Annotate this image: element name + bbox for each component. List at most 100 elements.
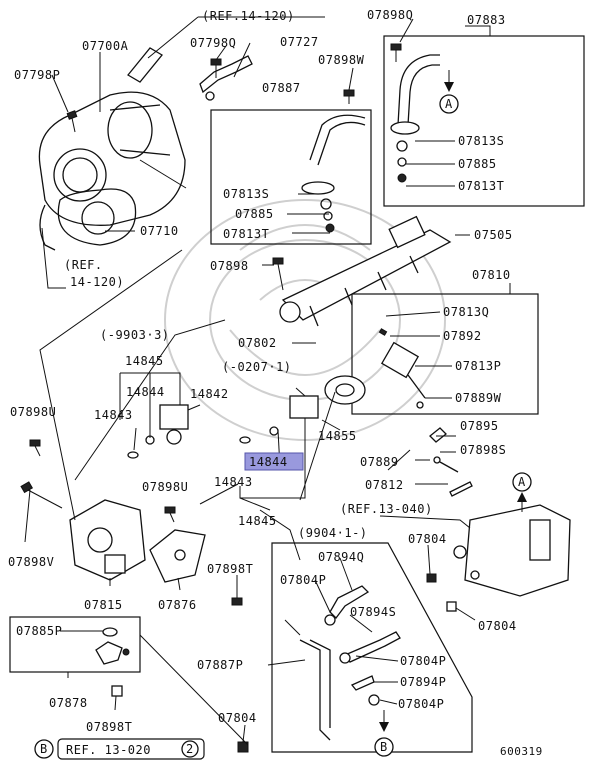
label-14843-top: 14843 <box>94 408 133 422</box>
pipe-07887 <box>301 114 366 233</box>
label-ref-13-040: (REF.13-040) <box>340 502 433 516</box>
label-07505: 07505 <box>474 228 513 242</box>
label-07810: 07810 <box>472 268 511 282</box>
fitting-07878 <box>95 627 130 665</box>
highlight-14844 <box>244 452 304 471</box>
hoses-9904 <box>299 585 401 741</box>
label-07798Q: 07798Q <box>190 36 236 50</box>
label-date-9903: (-9903·3) <box>100 328 170 342</box>
marker-A-right: A <box>512 472 532 492</box>
bolt-07898U-mid <box>164 506 176 523</box>
isc-valve-mid <box>239 395 319 444</box>
arrow-down-icon-b <box>379 710 389 732</box>
marker-A-right-label: A <box>518 475 526 489</box>
label-07898T-bot: 07898T <box>86 720 132 734</box>
label-07804P-c: 07804P <box>398 697 444 711</box>
label-07889: 07889 <box>360 455 399 469</box>
label-ref-14-120-top: (REF.14-120) <box>202 9 295 23</box>
label-07892: 07892 <box>443 329 482 343</box>
label-date-9904: (9904·1-) <box>298 526 368 540</box>
box-9904 <box>271 542 473 753</box>
leader-lines <box>24 16 511 746</box>
label-07887P: 07887P <box>197 658 243 672</box>
label-07813Q: 07813Q <box>443 305 489 319</box>
clamp-07804-right <box>446 601 457 612</box>
bolt-07898U-left <box>29 439 41 457</box>
label-14844-highlight: 14844 <box>249 455 288 469</box>
label-07889W: 07889W <box>455 391 502 405</box>
bolt-07898Q <box>390 43 402 62</box>
label-14845-bot: 14845 <box>238 514 277 528</box>
label-07727: 07727 <box>280 35 319 49</box>
label-07813S-b: 07813S <box>458 134 504 148</box>
label-07898S: 07898S <box>460 443 506 457</box>
label-date-0207: (-0207·1) <box>222 360 292 374</box>
label-14843-bot: 14843 <box>214 475 253 489</box>
gasket-07710 <box>57 188 137 246</box>
label-07878: 07878 <box>49 696 88 710</box>
label-07898: 07898 <box>210 259 249 273</box>
diagram-number: 600319 <box>500 745 543 758</box>
label-07894S: 07894S <box>350 605 396 619</box>
label-07700A: 07700A <box>82 39 129 53</box>
label-07813P: 07813P <box>455 359 501 373</box>
throttle-body <box>38 91 186 251</box>
marker-B-left-label: B <box>40 742 48 756</box>
bolt-07898W <box>343 89 355 104</box>
fuel-pump <box>453 504 571 597</box>
label-14845-top: 14845 <box>125 354 164 368</box>
label-ref-14-120-left-2: 14-120) <box>70 275 124 289</box>
label-07894Q: 07894Q <box>318 550 364 564</box>
label-07813T-a: 07813T <box>223 227 269 241</box>
label-07885-b: 07885 <box>458 157 497 171</box>
box-07883 <box>383 35 585 207</box>
label-07898T-mid: 07898T <box>207 562 253 576</box>
label-07895: 07895 <box>460 419 499 433</box>
marker-B-bottom-label: B <box>380 740 388 754</box>
injector-07810 <box>378 328 426 409</box>
label-14844-top: 14844 <box>126 385 165 399</box>
label-07883: 07883 <box>467 13 506 27</box>
arrow-up-icon <box>517 492 527 512</box>
clamp-07804-top <box>426 573 437 583</box>
marker-B-left: B <box>34 739 54 759</box>
box-07878 <box>9 616 141 673</box>
label-07885P: 07885P <box>16 624 62 638</box>
box-07887 <box>210 109 372 245</box>
small-parts-right <box>429 427 473 497</box>
box-07810 <box>351 293 539 415</box>
label-ref-14-120-left-1: (REF. <box>64 258 103 272</box>
bolt-07798Q <box>210 58 222 78</box>
bolt-07798P <box>66 110 78 133</box>
label-07894P: 07894P <box>400 675 446 689</box>
label-07804P-b: 07804P <box>400 654 446 668</box>
label-14855: 14855 <box>318 429 357 443</box>
label-07898V: 07898V <box>8 555 54 569</box>
ref-13-020-box: 2 <box>57 738 205 760</box>
label-07804-bot: 07804 <box>218 711 257 725</box>
bolt-07898T-mid <box>231 597 243 606</box>
hose-07727 <box>127 47 253 101</box>
gasket-14855 <box>324 375 366 405</box>
bolt-07898T-bot <box>111 685 123 697</box>
marker-B-bottom: B <box>374 737 394 757</box>
label-07812: 07812 <box>365 478 404 492</box>
label-07804P-a: 07804P <box>280 573 326 587</box>
bolt-07898 <box>272 257 284 291</box>
label-14842: 14842 <box>190 387 229 401</box>
label-07898Q: 07898Q <box>367 8 413 22</box>
label-07887: 07887 <box>262 81 301 95</box>
label-07813S-a: 07813S <box>223 187 269 201</box>
bracket-07876 <box>149 529 206 583</box>
marker-A-top-label: A <box>445 97 453 111</box>
marker-A-top: A <box>439 94 459 114</box>
label-07898W: 07898W <box>318 53 365 67</box>
bolt-07898V <box>20 481 63 509</box>
label-ref-13-020: REF. 13-020 <box>66 743 151 757</box>
label-07898U-mid: 07898U <box>142 480 188 494</box>
pipe-07883 <box>390 54 440 183</box>
label-07802: 07802 <box>238 336 277 350</box>
label-07813T-b: 07813T <box>458 179 504 193</box>
label-07710: 07710 <box>140 224 179 238</box>
